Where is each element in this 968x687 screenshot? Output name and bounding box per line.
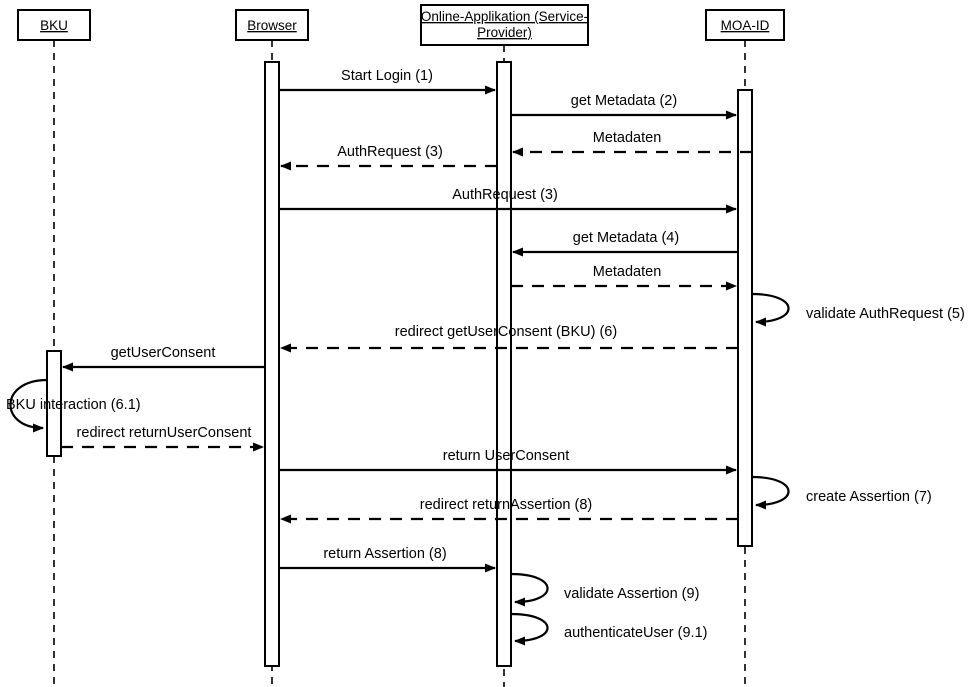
lifeline-label-oa-line2: Provider) (477, 25, 532, 40)
lifeline-label-bku: BKU (40, 18, 68, 33)
self-message-authenticate-user[interactable]: authenticateUser (9.1) (510, 612, 707, 646)
message-label-4: AuthRequest (3) (337, 144, 443, 160)
activation-bar-bku[interactable] (46, 350, 62, 457)
self-messages-group: validate AuthRequest (5) BKU interaction … (6, 292, 965, 646)
activation-bar-oa[interactable] (496, 61, 512, 667)
message-10[interactable]: redirect returnUserConsent (61, 425, 264, 452)
self-message-bku-interaction[interactable]: BKU interaction (6.1) (6, 378, 141, 433)
message-2[interactable]: get Metadata (2) (511, 93, 737, 120)
message-3[interactable]: Metadaten (512, 130, 752, 157)
self-message-validate-authrequest[interactable]: validate AuthRequest (5) (751, 292, 965, 327)
lifeline-bku[interactable]: BKU (17, 9, 91, 687)
lifeline-label-oa: Online-Applikation (Service- (421, 9, 588, 24)
message-label-12: redirect returnAssertion (8) (420, 497, 592, 513)
lifeline-label-browser: Browser (247, 18, 297, 33)
self-message-label-bku-interaction: BKU interaction (6.1) (6, 397, 141, 413)
message-label-10: redirect returnUserConsent (77, 425, 252, 441)
message-13[interactable]: return Assertion (8) (279, 546, 496, 573)
self-message-arc-authenticate-user (510, 612, 549, 646)
activations-group (46, 61, 753, 667)
message-label-11: return UserConsent (443, 448, 570, 464)
message-label-9: getUserConsent (111, 345, 216, 361)
message-5[interactable]: AuthRequest (3) (279, 187, 737, 214)
message-9[interactable]: getUserConsent (62, 345, 265, 372)
self-message-validate-assertion[interactable]: validate Assertion (9) (510, 572, 699, 607)
message-label-8: redirect getUserConsent (BKU) (6) (395, 324, 617, 340)
message-label-2: get Metadata (2) (571, 93, 677, 109)
self-message-create-assertion[interactable]: create Assertion (7) (751, 475, 932, 510)
message-11[interactable]: return UserConsent (279, 448, 737, 475)
activation-bar-moaid[interactable] (737, 89, 753, 547)
lifeline-label-moaid: MOA-ID (721, 18, 770, 33)
message-label-1: Start Login (1) (341, 68, 433, 84)
self-message-label-validate-assertion: validate Assertion (9) (564, 586, 699, 602)
self-message-arc-validate-assertion (510, 572, 549, 607)
message-8[interactable]: redirect getUserConsent (BKU) (6) (280, 324, 738, 353)
self-message-arc-create-assertion (751, 475, 790, 510)
message-label-7: Metadaten (593, 264, 662, 280)
self-message-label-authenticate-user: authenticateUser (9.1) (564, 625, 707, 641)
messages-group: Start Login (1) get Metadata (2) Metadaten… (61, 68, 752, 573)
message-6[interactable]: get Metadata (4) (512, 230, 738, 257)
message-label-13: return Assertion (8) (323, 546, 446, 562)
message-4[interactable]: AuthRequest (3) (280, 144, 497, 171)
self-message-label-create-assertion: create Assertion (7) (806, 489, 932, 505)
lifeline-box-browser[interactable] (235, 9, 309, 41)
message-label-3: Metadaten (593, 130, 662, 146)
lifeline-moaid[interactable]: MOA-ID (705, 9, 785, 687)
activation-bar-browser[interactable] (264, 61, 280, 667)
message-label-5: AuthRequest (3) (452, 187, 558, 203)
message-1[interactable]: Start Login (1) (279, 68, 496, 95)
self-message-label-validate-authrequest: validate AuthRequest (5) (806, 306, 965, 322)
message-label-6: get Metadata (4) (573, 230, 679, 246)
lifeline-box-moaid[interactable] (705, 9, 785, 41)
message-7[interactable]: Metadaten (511, 264, 737, 291)
self-message-arc-bku-interaction (9, 378, 48, 433)
message-12[interactable]: redirect returnAssertion (8) (280, 497, 738, 524)
self-message-arc-validate-authrequest (751, 292, 790, 327)
